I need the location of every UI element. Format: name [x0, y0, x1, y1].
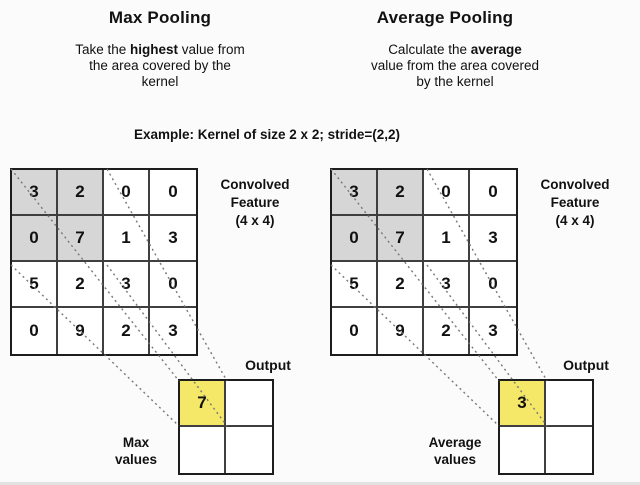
grid-cell: 0 [150, 262, 196, 308]
grid-cell: 1 [104, 216, 150, 262]
label-line: values [114, 452, 158, 467]
average-pooling-description: Calculate the average value from the are… [330, 42, 580, 90]
description-text: Take the [75, 42, 130, 57]
output-grid-max: 7 [178, 379, 274, 475]
output-cell [546, 381, 592, 427]
convolved-feature-label-average: Convolved Feature (4 x 4) [523, 176, 627, 230]
grid-cell: 5 [332, 262, 378, 308]
grid-cell: 0 [424, 170, 470, 216]
description-line: kernel [141, 74, 179, 89]
grid-cell: 7 [58, 216, 104, 262]
max-values-label: Max values [86, 434, 186, 468]
description-bold-word: average [470, 42, 522, 57]
output-cell [546, 427, 592, 473]
output-cell [226, 381, 272, 427]
description-line: by the kernel [416, 74, 494, 89]
label-line: Max [122, 435, 150, 450]
grid-cell: 3 [332, 170, 378, 216]
grid-cell: 2 [424, 308, 470, 354]
grid-cell: 0 [332, 308, 378, 354]
grid-cell: 0 [12, 216, 58, 262]
output-cell [180, 427, 226, 473]
description-line: the area covered by the [89, 58, 231, 73]
label-line: Convolved [540, 177, 610, 192]
grid-cell: 3 [168, 321, 178, 340]
max-pooling-title: Max Pooling [108, 8, 212, 27]
grid-cell: 7 [378, 216, 424, 262]
grid-cell: 9 [378, 308, 424, 354]
output-label-max: Output [245, 357, 291, 373]
output-cell [500, 427, 546, 473]
label-line: (4 x 4) [555, 213, 595, 228]
label-line: (4 x 4) [235, 213, 275, 228]
example-caption: Example: Kernel of size 2 x 2; stride=(2… [134, 127, 400, 142]
grid-cell: 2 [58, 170, 104, 216]
label-line: Feature [230, 195, 280, 210]
grid-cell: 2 [104, 308, 150, 354]
grid-cell: 2 [378, 170, 424, 216]
grid-cell: 3 [470, 216, 516, 262]
convolved-feature-grid-max: 3 2 0 0 0 7 1 3 5 2 3 0 0 9 2 3 [10, 168, 198, 356]
grid-cell: 0 [12, 308, 58, 354]
output-cell-highlight: 7 [180, 381, 226, 427]
description-bold-word: highest [130, 42, 179, 57]
grid-cell: 0 [470, 170, 516, 216]
label-line: Average [428, 435, 482, 450]
average-values-label: Average values [405, 434, 505, 468]
grid-cell: 0 [104, 170, 150, 216]
grid-cell: 0 [150, 170, 196, 216]
convolved-feature-label-max: Convolved Feature (4 x 4) [203, 176, 307, 230]
grid-cell: 1 [424, 216, 470, 262]
grid-cell: 3 [424, 262, 470, 308]
output-label-average: Output [563, 357, 609, 373]
grid-cell: 9 [58, 308, 104, 354]
description-text: value from [178, 42, 245, 57]
grid-cell: 3 [488, 321, 498, 340]
output-cell [226, 427, 272, 473]
convolved-feature-grid-average: 3 2 0 0 0 7 1 3 5 2 3 0 0 9 2 3 [330, 168, 518, 356]
grid-cell: 5 [12, 262, 58, 308]
max-pooling-description: Take the highest value from the area cov… [35, 42, 285, 90]
grid-cell: 3 [104, 262, 150, 308]
grid-cell: 2 [378, 262, 424, 308]
output-grid-average: 3 [498, 379, 594, 475]
grid-cell: 0 [470, 262, 516, 308]
label-line: Feature [550, 195, 600, 210]
description-text: Calculate the [388, 42, 471, 57]
average-pooling-title: Average Pooling [376, 8, 514, 27]
grid-cell: 0 [332, 216, 378, 262]
description-line: Take the highest value from [35, 42, 285, 58]
bottom-edge-shadow [0, 482, 640, 485]
grid-cell: 2 [58, 262, 104, 308]
description-line: value from the area covered [370, 58, 540, 73]
description-line: Calculate the average [330, 42, 580, 58]
label-line: Convolved [220, 177, 290, 192]
output-cell-highlight: 3 [500, 381, 546, 427]
label-line: values [433, 452, 477, 467]
grid-cell: 3 [12, 170, 58, 216]
grid-cell: 3 [150, 216, 196, 262]
